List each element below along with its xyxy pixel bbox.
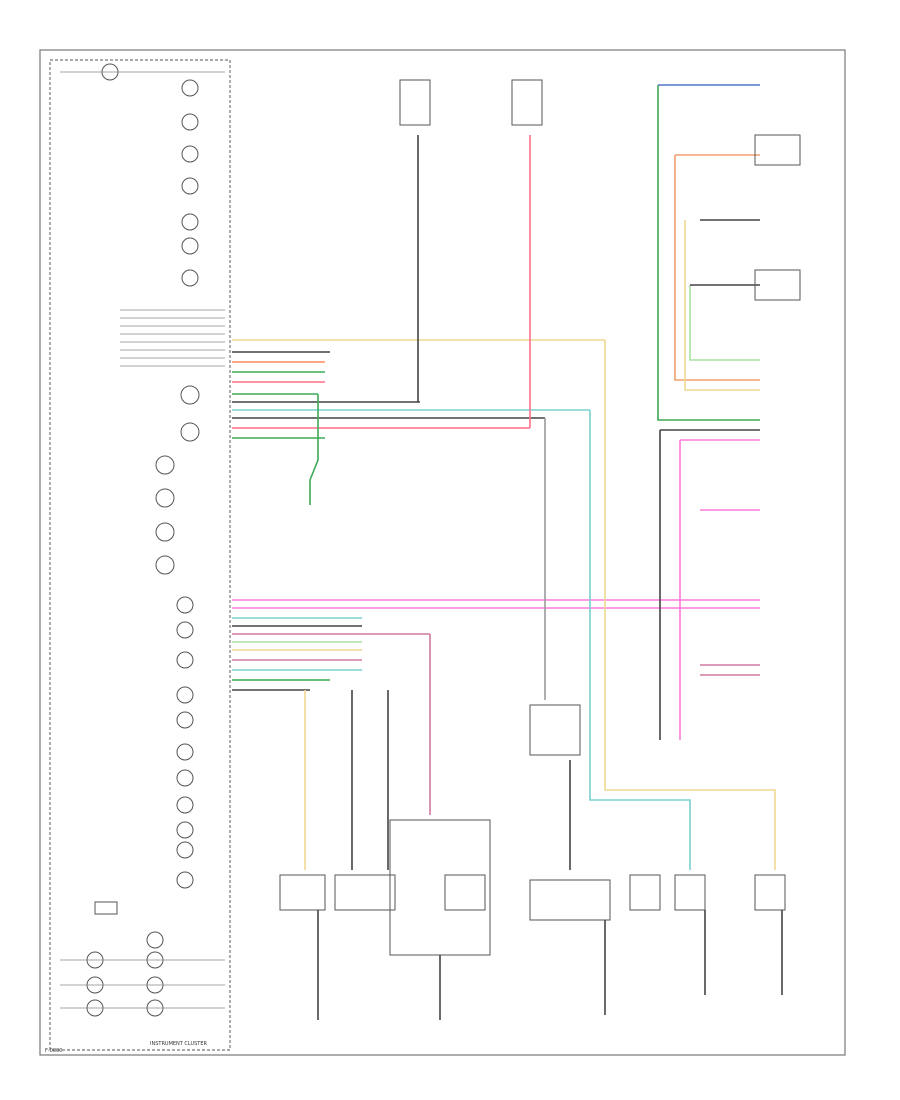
- footer-center: INSTRUMENT CLUSTER: [150, 1041, 208, 1047]
- bottom-components: [279, 819, 786, 1020]
- lower-harness: [232, 599, 760, 870]
- cluster-box: [49, 59, 231, 1051]
- diagram-frame: [39, 49, 846, 1056]
- top-center-wires: [399, 79, 543, 428]
- cluster-internal-lines: [60, 71, 225, 1009]
- center-verticals: [529, 340, 776, 870]
- footer-left: F-0000: [45, 1048, 62, 1054]
- right-harness: [657, 84, 801, 740]
- cluster-indicators: [86, 63, 200, 1017]
